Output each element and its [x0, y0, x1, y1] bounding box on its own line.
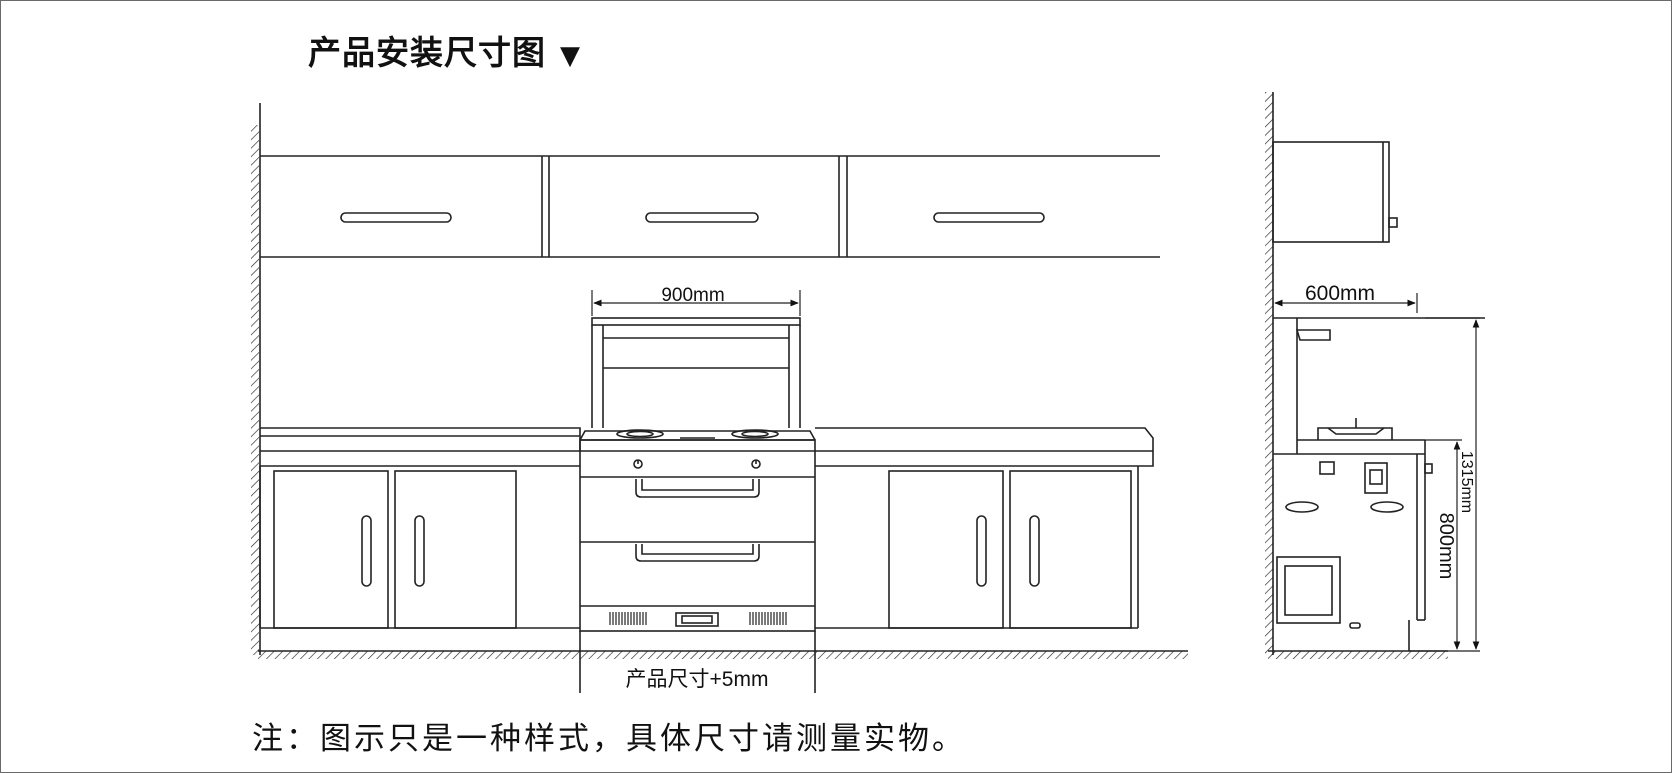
side-gas-valve — [1364, 462, 1388, 494]
title-text: 产品安装尺寸图 — [308, 33, 546, 72]
burner-left — [616, 429, 664, 439]
dimension-depth — [1274, 293, 1418, 313]
label-counter-height: 800mm — [1435, 513, 1457, 580]
cabinet-handle — [1029, 515, 1040, 587]
dimension-heights — [1409, 317, 1480, 652]
control-display — [675, 612, 719, 627]
integrated-stove-front — [579, 317, 816, 693]
label-front-width: 900mm — [661, 285, 724, 306]
label-cutout: 产品尺寸+5mm — [626, 668, 769, 691]
label-side-depth: 600mm — [1305, 282, 1375, 305]
drawer-handle-top — [635, 479, 760, 498]
side-stove-profile — [1273, 317, 1485, 651]
vent-left — [609, 612, 647, 625]
lower-cabinets-left — [259, 466, 580, 629]
diagram-title: 产品安装尺寸图 ▼ — [308, 26, 581, 74]
side-wall — [1265, 92, 1274, 655]
side-upper-cabinet — [1272, 141, 1398, 243]
label-total-height: 1315mm — [1458, 451, 1475, 513]
cabinet-handle — [340, 212, 452, 223]
upper-cabinets — [260, 155, 1160, 258]
floor — [258, 650, 1188, 659]
dimension-width — [591, 290, 801, 316]
cabinet-handle — [414, 515, 425, 587]
drawer-handle-bottom — [635, 544, 760, 562]
vent-right — [749, 612, 787, 625]
lower-cabinets-right — [815, 466, 1139, 629]
footnote: 注：图示只是一种样式，具体尺寸请测量实物。 — [252, 721, 966, 757]
cabinet-handle — [361, 515, 372, 587]
side-view — [1265, 92, 1485, 659]
front-view — [251, 103, 1188, 693]
side-floor — [1268, 650, 1448, 659]
side-knob — [1319, 461, 1335, 475]
burner-right — [731, 429, 779, 439]
title-arrow-icon: ▼ — [560, 41, 581, 71]
countertop — [260, 427, 1154, 467]
cabinet-handle — [976, 515, 987, 587]
left-wall — [251, 103, 261, 655]
cabinet-handle — [645, 212, 759, 223]
cabinet-handle — [933, 212, 1045, 223]
side-access-panel — [1276, 556, 1341, 624]
